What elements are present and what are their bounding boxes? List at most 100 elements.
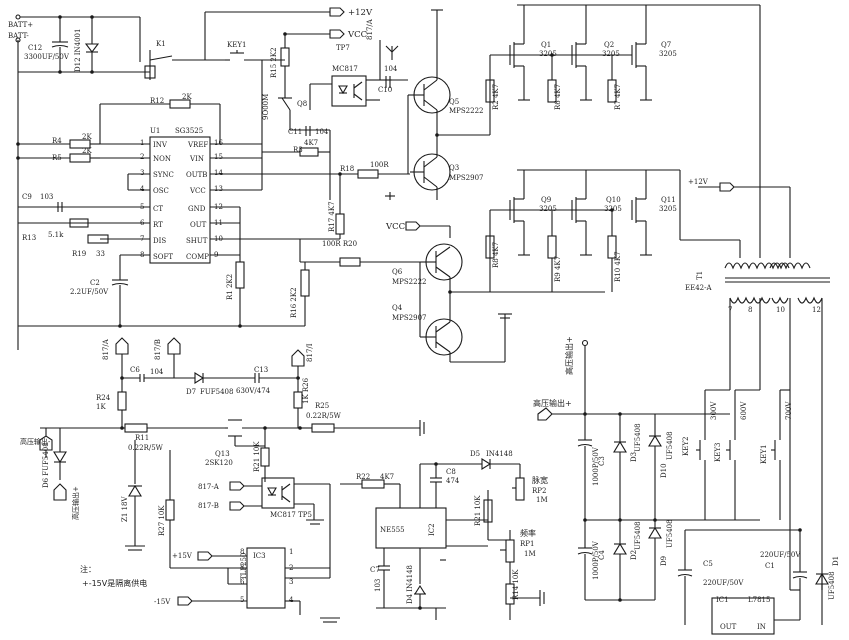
r6-label: R6 4K7	[554, 84, 562, 110]
q10-label: Q10	[606, 196, 621, 204]
d1-part: UF5408	[828, 571, 836, 600]
q7-label: Q7	[661, 41, 671, 49]
rp2-label: RP2	[532, 487, 546, 495]
plus12v-mid-label: +12V	[688, 178, 709, 186]
mc817-top-label: MC817	[332, 65, 358, 73]
q2-label: Q2	[604, 41, 614, 49]
c11-value: 104	[315, 128, 329, 136]
r3-label: R3	[293, 146, 303, 154]
pin-gnd: GND	[188, 205, 206, 213]
pin-vref: VREF	[187, 141, 208, 149]
d9-label: D9	[660, 556, 668, 566]
svg-text:13: 13	[214, 185, 223, 193]
pin-inv: INV	[153, 141, 168, 149]
svg-text:8: 8	[748, 306, 752, 314]
r17-label: R17 4K7	[328, 201, 336, 232]
pin-vcc: VCC	[189, 187, 206, 195]
note-text: +-15V是隔离供电	[82, 578, 147, 588]
svg-text:14: 14	[214, 169, 223, 177]
q13-part: 2SK120	[205, 459, 233, 467]
d2-part: UF5408	[634, 521, 642, 550]
r19-value: 33	[96, 250, 105, 258]
net-817b-left: 817/B	[154, 339, 162, 360]
d5-part: IN4148	[486, 450, 513, 458]
rp2-value: 1M	[536, 496, 548, 504]
rp2-cn: 脉宽	[532, 475, 548, 485]
plus15v-label: +15V	[172, 552, 193, 560]
t1-label: T1	[696, 271, 704, 280]
r4-label: R4	[52, 137, 62, 145]
minus15v-label: -15V	[154, 598, 171, 606]
key2-value: 300V	[710, 401, 718, 420]
c10-value: 104	[384, 65, 398, 73]
q8-label: Q8	[297, 100, 307, 108]
c2-value: 2.2UF/50V	[70, 288, 109, 296]
c6-label: C6	[130, 366, 140, 374]
c2-label: C2	[90, 279, 100, 287]
svg-text:16: 16	[214, 139, 223, 147]
svg-text:12: 12	[812, 306, 821, 314]
q11-label: Q11	[661, 196, 676, 204]
d3-part: UF5408	[634, 423, 642, 452]
net-817b-2: 817-B	[198, 502, 219, 510]
r25-label: R25	[315, 402, 329, 410]
q6-label: Q6	[392, 268, 403, 276]
svg-text:10: 10	[776, 306, 785, 314]
r2-label: R2 4K7	[492, 84, 500, 110]
r20-label: 100R R20	[322, 240, 357, 248]
q2-part: 3205	[602, 50, 620, 58]
c3-value: 1000P/50V	[592, 446, 600, 486]
hv-out-left2-label: 高压输出+	[71, 486, 80, 520]
c8-label: C8	[446, 468, 456, 476]
hv-out-top-label: 高压输出+	[564, 336, 574, 375]
key3-label: KEY3	[714, 443, 722, 462]
d10-part: UF5408	[666, 431, 674, 460]
rp1-value: 1M	[524, 550, 536, 558]
pin-out: OUT	[190, 221, 207, 229]
top-rails: +12V VCC	[205, 7, 373, 48]
r1-label: R1 2K2	[226, 274, 234, 300]
pin-sync: SYNC	[153, 171, 174, 179]
ne555-label: NE555	[380, 526, 405, 534]
d5-label: D5	[470, 450, 480, 458]
r27-label: R27 10K	[158, 505, 166, 536]
r5-value: 2K	[82, 147, 92, 155]
mosfet-bank-top: R2 4K7 Q1 3205 R6 4K7 Q2 3205 R7 4K7	[485, 4, 761, 258]
z1-label: Z1 18V	[121, 496, 129, 522]
in-pin: IN	[757, 623, 766, 631]
c3-label: C3	[598, 456, 606, 466]
r11-label: R11	[135, 434, 149, 442]
svg-text:8: 8	[240, 548, 244, 556]
hv-out-mid-label: 高压输出+	[533, 398, 572, 408]
r3-value: 4K7	[304, 139, 318, 147]
driver-bottom-section: 100R R20 VCC Q6 MPS2222 Q4 MPS2907	[300, 221, 605, 363]
d12-label: D12 IN4001	[74, 29, 82, 72]
pin-rt: RT	[153, 221, 163, 229]
d3-label: D3	[630, 452, 638, 462]
q4-label: Q4	[392, 304, 403, 312]
q9-part: 3205	[539, 205, 557, 213]
ic3-label: IC3	[253, 552, 266, 560]
q4-part: MPS2907	[392, 314, 427, 322]
pin-outb: OUTB	[186, 171, 207, 179]
d2-label: D2	[630, 550, 638, 560]
r19-label: R19	[72, 250, 86, 258]
r12-label: R12	[150, 97, 164, 105]
r5-label: R5	[52, 154, 62, 162]
q1-part: 3205	[539, 50, 557, 58]
c8-value: 474	[446, 477, 460, 485]
c9-label: C9	[22, 193, 32, 201]
key1-label: KEY1	[227, 41, 246, 49]
svg-text:4: 4	[140, 185, 145, 193]
out-pin: OUT	[720, 623, 737, 631]
pin-dis: DIS	[153, 237, 166, 245]
tlp250-label: TLP250	[240, 553, 248, 580]
r18-value: 100R	[370, 161, 389, 169]
hv-out-left-label: 高压输出-	[20, 437, 51, 446]
rp1-cn: 频率	[520, 528, 536, 538]
d6-label: D6 FUF5408	[42, 442, 50, 488]
svg-text:6: 6	[240, 578, 245, 586]
c5-label: C5	[703, 560, 713, 568]
d7-label: D7	[186, 388, 196, 396]
